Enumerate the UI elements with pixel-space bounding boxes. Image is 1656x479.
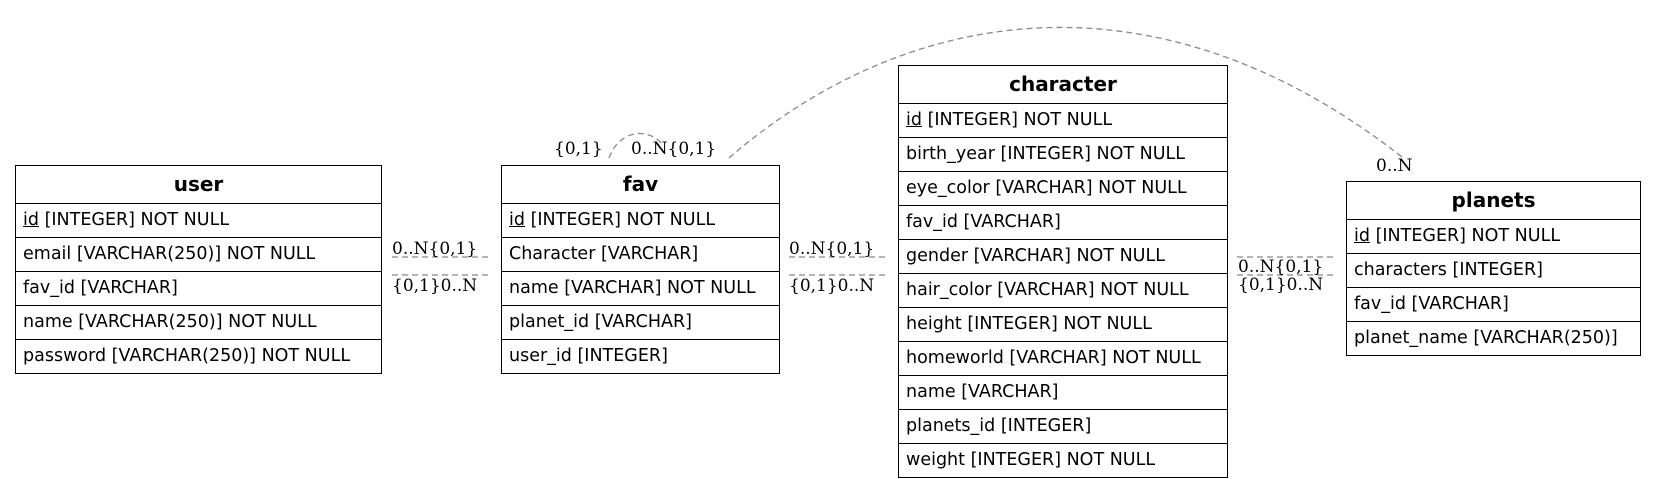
field-type: [VARCHAR] <box>600 244 699 264</box>
entity-character[interactable]: character id [INTEGER] NOT NULL birth_ye… <box>898 65 1228 478</box>
cardinality-label: 0..N{0,1} <box>1238 257 1323 277</box>
field-type: [INTEGER] <box>577 346 668 366</box>
entity-title: character <box>899 66 1227 104</box>
field-name: planet_id <box>509 312 590 332</box>
cardinality-label: 0..N{0,1} <box>392 239 477 259</box>
field-name: homeworld <box>906 348 1004 368</box>
field-row: user_id [INTEGER] <box>502 340 779 373</box>
field-type: [VARCHAR(250)] NOT NULL <box>78 312 317 332</box>
field-row: id [INTEGER] NOT NULL <box>899 104 1227 138</box>
field-row: birth_year [INTEGER] NOT NULL <box>899 138 1227 172</box>
field-name: hair_color <box>906 280 992 300</box>
field-type: [VARCHAR] <box>1411 294 1509 314</box>
field-type: [VARCHAR] NOT NULL <box>973 246 1165 266</box>
field-type: [VARCHAR] NOT NULL <box>997 280 1189 300</box>
field-name: planet_name <box>1354 328 1468 348</box>
cardinality-label: {0,1}0..N <box>789 276 874 296</box>
field-name: password <box>23 346 107 366</box>
field-name: id <box>509 210 525 230</box>
field-type: [INTEGER] NOT NULL <box>967 314 1152 334</box>
field-row: name [VARCHAR] NOT NULL <box>502 272 779 306</box>
field-row: fav_id [VARCHAR] <box>16 272 381 306</box>
field-row: fav_id [VARCHAR] <box>899 206 1227 240</box>
field-type: [VARCHAR] <box>961 382 1059 402</box>
field-type: [INTEGER] <box>1452 260 1543 280</box>
field-type: [VARCHAR] <box>963 212 1061 232</box>
field-name: weight <box>906 450 966 470</box>
field-name: height <box>906 314 962 334</box>
field-row: name [VARCHAR(250)] NOT NULL <box>16 306 381 340</box>
cardinality-label: 0..N{0,1} <box>789 239 874 259</box>
field-row: planets_id [INTEGER] <box>899 410 1227 444</box>
field-name: user_id <box>509 346 572 366</box>
cardinality-label: 0..N <box>1376 156 1413 176</box>
field-type: [VARCHAR(250)] NOT NULL <box>76 244 316 264</box>
field-name: name <box>509 278 559 298</box>
field-row: name [VARCHAR] <box>899 376 1227 410</box>
field-name: name <box>906 382 956 402</box>
field-row: gender [VARCHAR] NOT NULL <box>899 240 1227 274</box>
field-name: eye_color <box>906 178 990 198</box>
link-fav-self-loop <box>608 132 664 159</box>
field-row: height [INTEGER] NOT NULL <box>899 308 1227 342</box>
field-row: planet_id [VARCHAR] <box>502 306 779 340</box>
field-name: Character <box>509 244 596 264</box>
field-name: characters <box>1354 260 1447 280</box>
field-type: [INTEGER] NOT NULL <box>530 210 716 230</box>
field-row: Character [VARCHAR] <box>502 238 779 272</box>
field-row: eye_color [VARCHAR] NOT NULL <box>899 172 1227 206</box>
field-type: [INTEGER] NOT NULL <box>927 110 1113 130</box>
field-name: fav_id <box>23 278 75 298</box>
field-name: fav_id <box>906 212 958 232</box>
field-name: id <box>1354 226 1370 246</box>
field-type: [VARCHAR] <box>80 278 178 298</box>
field-type: [INTEGER] NOT NULL <box>970 450 1156 470</box>
entity-title: fav <box>502 166 779 204</box>
field-row: homeworld [VARCHAR] NOT NULL <box>899 342 1227 376</box>
entity-user[interactable]: user id [INTEGER] NOT NULL email [VARCHA… <box>15 165 382 374</box>
field-type: [INTEGER] NOT NULL <box>1375 226 1561 246</box>
field-row: weight [INTEGER] NOT NULL <box>899 444 1227 477</box>
entity-fav[interactable]: fav id [INTEGER] NOT NULL Character [VAR… <box>501 165 780 374</box>
cardinality-label: {0,1} <box>554 139 603 159</box>
field-name: fav_id <box>1354 294 1406 314</box>
entity-planets[interactable]: planets id [INTEGER] NOT NULL characters… <box>1346 181 1641 356</box>
entity-title: planets <box>1347 182 1640 220</box>
field-type: [INTEGER] <box>1000 416 1092 436</box>
field-row: id [INTEGER] NOT NULL <box>1347 220 1640 254</box>
cardinality-label: 0..N{0,1} <box>631 139 716 159</box>
field-name: id <box>23 210 39 230</box>
field-type: [INTEGER] NOT NULL <box>44 210 230 230</box>
field-row: hair_color [VARCHAR] NOT NULL <box>899 274 1227 308</box>
field-type: [VARCHAR] NOT NULL <box>995 178 1187 198</box>
field-row: email [VARCHAR(250)] NOT NULL <box>16 238 381 272</box>
field-name: id <box>906 110 922 130</box>
field-type: [VARCHAR] NOT NULL <box>564 278 756 298</box>
field-name: birth_year <box>906 144 995 164</box>
field-type: [VARCHAR] <box>594 312 692 332</box>
field-row: id [INTEGER] NOT NULL <box>502 204 779 238</box>
field-row: characters [INTEGER] <box>1347 254 1640 288</box>
field-name: name <box>23 312 73 332</box>
field-type: [VARCHAR(250)] <box>1473 328 1618 348</box>
cardinality-label: {0,1}0..N <box>1238 275 1323 295</box>
entity-title: user <box>16 166 381 204</box>
field-type: [VARCHAR] NOT NULL <box>1009 348 1201 368</box>
field-type: [INTEGER] NOT NULL <box>1000 144 1186 164</box>
field-row: fav_id [VARCHAR] <box>1347 288 1640 322</box>
field-name: gender <box>906 246 969 266</box>
cardinality-label: {0,1}0..N <box>392 276 477 296</box>
field-row: id [INTEGER] NOT NULL <box>16 204 381 238</box>
field-row: planet_name [VARCHAR(250)] <box>1347 322 1640 355</box>
field-row: password [VARCHAR(250)] NOT NULL <box>16 340 381 373</box>
field-name: planets_id <box>906 416 996 436</box>
field-name: email <box>23 244 72 264</box>
field-type: [VARCHAR(250)] NOT NULL <box>111 346 351 366</box>
